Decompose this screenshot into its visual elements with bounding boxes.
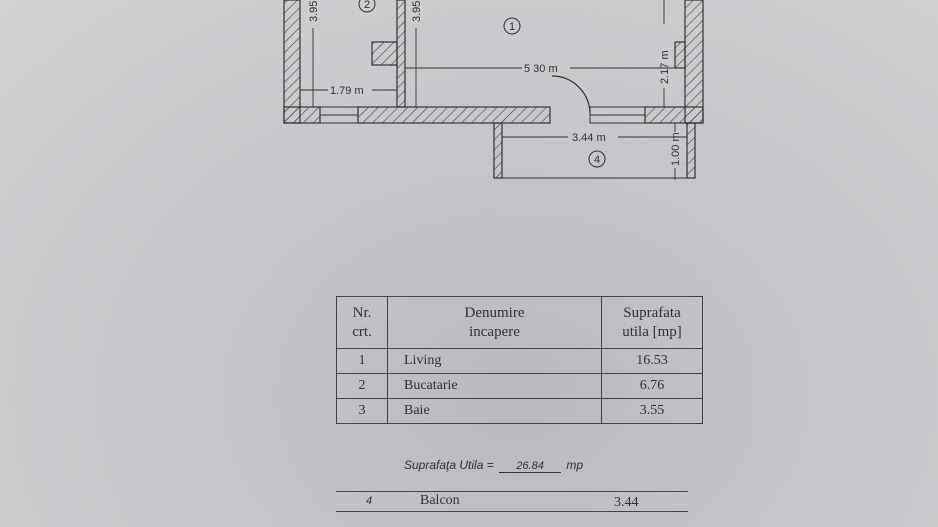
header-text: Suprafata [623, 304, 681, 321]
header-text: crt. [352, 323, 372, 340]
total-label: Suprafaţa Utila = [404, 458, 494, 472]
cell-nr: 2 [336, 373, 388, 399]
total-area: Suprafaţa Utila = 26.84 mp [404, 458, 583, 473]
cell-nr: 3 [336, 398, 388, 424]
room-number-1: 1 [509, 21, 515, 33]
total-unit: mp [566, 458, 584, 472]
table-header: Nr. crt. Denumire incapere Suprafata utila … [336, 296, 703, 349]
cell-name: Baie [387, 398, 602, 424]
cell-area: 16.53 [601, 348, 703, 374]
header-text: utila [mp] [622, 323, 682, 340]
header-name: Denumire incapere [387, 296, 602, 349]
dim-kitchen-width: 1.79 m [330, 85, 364, 97]
dim-balcony-depth: 1.00 m [670, 132, 682, 166]
floor-plan: 2 1 4 3.95 3.95 1.79 m 5 30 m 2.17 m 3.4… [283, 0, 704, 180]
cell-area: 6.76 [601, 373, 703, 399]
dim-living-height: 3.95 [411, 1, 423, 22]
dim-living-right: 2.17 m [659, 50, 671, 84]
header-nr: Nr. crt. [336, 296, 388, 349]
balcony-area: 3.44 [614, 495, 639, 510]
room-number-4: 4 [594, 154, 600, 166]
table-row: 3 Baie 3.55 [336, 398, 703, 424]
cell-area: 3.55 [601, 398, 703, 424]
door-swing [551, 75, 591, 114]
table-row: 1 Living 16.53 [336, 348, 703, 374]
balcony-name: Balcon [420, 493, 460, 508]
total-value: 26.84 [499, 460, 562, 473]
room-number-2: 2 [364, 0, 370, 11]
dim-balcony-width: 3.44 m [572, 132, 606, 144]
dim-living-width: 5 30 m [524, 63, 558, 75]
cell-name: Living [387, 348, 602, 374]
header-text: incapere [469, 323, 520, 340]
cell-name: Bucatarie [387, 373, 602, 399]
table-row: 2 Bucatarie 6.76 [336, 373, 703, 399]
windows [319, 106, 687, 179]
header-text: Denumire [464, 304, 525, 321]
balcony-nr: 4 [366, 495, 373, 507]
dimension-lines [300, 0, 687, 180]
walls [283, 0, 704, 179]
header-area: Suprafata utila [mp] [601, 296, 703, 349]
room-numbers [358, 0, 606, 168]
balcony-row: 4 Balcon 3.44 [336, 491, 688, 512]
cell-nr: 1 [336, 348, 388, 374]
dim-kitchen-height: 3.95 [308, 1, 320, 22]
rooms-table: Nr. crt. Denumire incapere Suprafata utila … [336, 296, 703, 424]
header-text: Nr. [352, 304, 372, 321]
